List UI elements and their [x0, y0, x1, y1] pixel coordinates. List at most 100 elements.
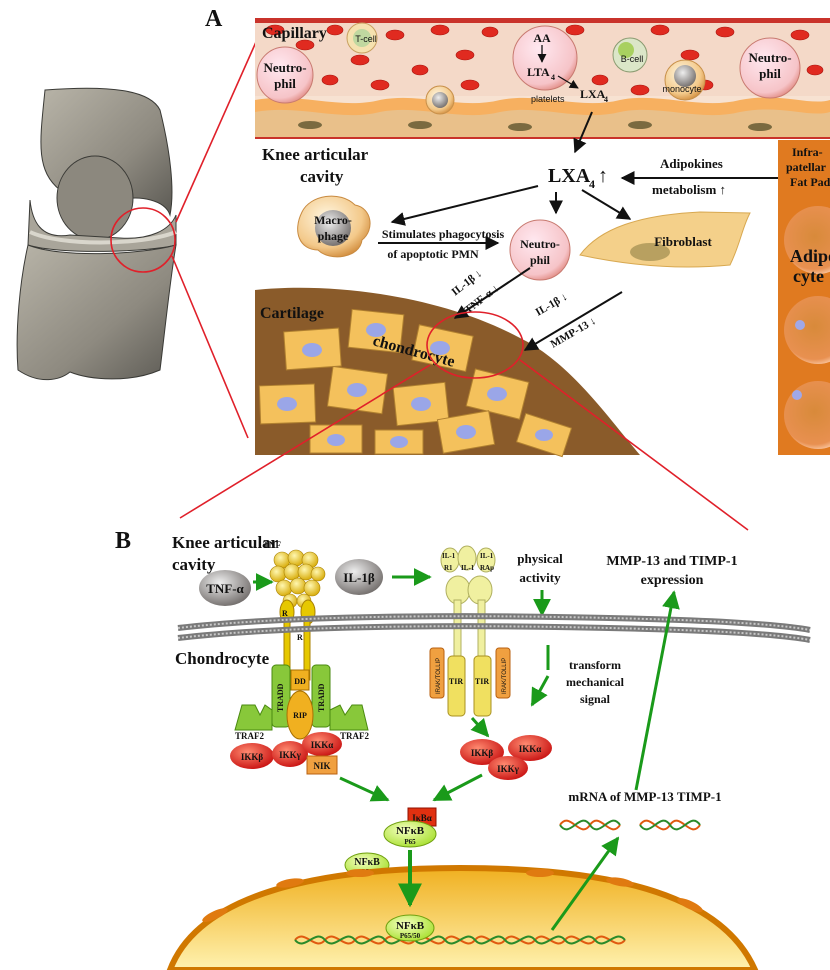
svg-text:IRAK/TOLLIP: IRAK/TOLLIP [502, 658, 508, 694]
arrow-tir-to-ikk [472, 718, 488, 736]
nfkb-nuclear-label: NFκB [396, 920, 425, 932]
svg-text:IKKα: IKKα [519, 744, 542, 754]
physical-activity-line2: activity [519, 570, 561, 585]
arrow-ikk-left-to-nfkb [340, 778, 388, 800]
nucleus [170, 868, 755, 970]
il1-receptor-complex: IL-1 R1 IL-1 IL-1 RAp TIR TIR IRAK/TOLLI… [430, 546, 510, 716]
arrow-lxa4-to-macrophage [392, 186, 538, 222]
svg-text:IKKγ: IKKγ [279, 750, 302, 760]
svg-text:TRAF2: TRAF2 [340, 731, 369, 741]
il1b-right: IL-1β ↓ [534, 291, 570, 319]
chondrocyte-label-b: Chondrocyte [175, 649, 270, 668]
neutrophil-left: Neutro- phil [257, 47, 313, 103]
svg-text:R1: R1 [444, 564, 453, 572]
svg-text:IRAK/TOLLIP: IRAK/TOLLIP [436, 658, 442, 694]
ikk-complex-right: IKKβ IKKα IKKγ [460, 735, 552, 780]
svg-text:Neutro-: Neutro- [748, 50, 791, 65]
svg-text:RAp: RAp [480, 564, 494, 572]
svg-text:TIR: TIR [449, 677, 463, 686]
svg-text:DD: DD [294, 677, 306, 686]
svg-text:cyte: cyte [793, 266, 824, 286]
lxa4-up-arrow: ↑ [598, 165, 608, 187]
svg-text:IKKγ: IKKγ [497, 764, 520, 774]
macrophage: Macro- phage [298, 196, 370, 257]
fibroblast: Fibroblast [580, 212, 750, 267]
svg-text:RIP: RIP [293, 711, 307, 720]
svg-text:phil: phil [759, 66, 781, 81]
arrow-fibroblast-to-cartilage [525, 292, 622, 350]
transform-signal-line1: transform [569, 658, 621, 672]
svg-text:TRADD: TRADD [317, 683, 326, 712]
transform-signal-line3: signal [580, 692, 611, 706]
svg-text:patellar: patellar [786, 160, 827, 174]
nfkb-p65-label: NFκB [396, 825, 425, 837]
svg-text:TIR: TIR [475, 677, 489, 686]
svg-text:TRAF2: TRAF2 [235, 731, 264, 741]
expression-line2: expression [641, 573, 704, 588]
il1b-label: IL-1β [343, 570, 375, 585]
b-cell: B-cell [613, 38, 647, 72]
phagocytosis-line1: Stimulates phagocytosis [382, 227, 505, 241]
tnf-alpha-label: TNF-α [206, 581, 244, 596]
p65-label: P65 [404, 838, 416, 846]
svg-text:Fat Pad: Fat Pad [790, 175, 830, 189]
svg-text:Adipo: Adipo [790, 246, 830, 266]
svg-text:IKKβ: IKKβ [241, 752, 264, 762]
svg-text:Neutro-: Neutro- [263, 60, 306, 75]
svg-text:LTA: LTA [527, 65, 550, 79]
svg-text:B-cell: B-cell [621, 54, 644, 64]
panel-b-letter: B [115, 528, 131, 554]
svg-text:phil: phil [274, 76, 296, 91]
neutrophil-right: Neutro- phil [740, 38, 800, 98]
panel-a-cavity-label-line2: cavity [300, 167, 344, 186]
svg-text:Neutro-: Neutro- [520, 237, 560, 251]
svg-text:IKKβ: IKKβ [471, 748, 494, 758]
svg-text:4: 4 [604, 95, 608, 104]
panel-a-cavity-label-line1: Knee articular [262, 145, 369, 164]
plasma-membrane [178, 616, 810, 640]
phagocytosis-line2: of apoptotic PMN [387, 247, 479, 261]
neutrophil-center: Neutro- phil [510, 220, 570, 280]
svg-text:IL-1: IL-1 [480, 552, 494, 560]
lxa4-main-subscript: 4 [589, 177, 595, 191]
infrapatellar-fat-pad: Infra- patellar Fat Pad Adipo cyte [778, 140, 830, 455]
svg-text:LXA: LXA [580, 87, 606, 101]
svg-text:phage: phage [318, 229, 349, 243]
svg-text:monocyte: monocyte [662, 84, 701, 94]
panel-b-cavity-line2: cavity [172, 555, 216, 574]
physical-activity-line1: physical [517, 551, 563, 566]
svg-text:AA: AA [533, 31, 551, 45]
svg-text:TNF: TNF [263, 540, 282, 550]
adipokines-line2: metabolism ↑ [652, 182, 726, 197]
svg-text:T-cell: T-cell [355, 34, 377, 44]
arrow-ikk-right-to-nfkb [434, 775, 482, 800]
arrow-mechanical-signal [532, 676, 548, 705]
lxa4-main-label: LXA [548, 165, 591, 187]
svg-text:phil: phil [530, 253, 551, 267]
mrna-label: mRNA of MMP-13 TIMP-1 [568, 789, 721, 804]
svg-text:IL-1: IL-1 [461, 564, 475, 572]
svg-text:IL-1: IL-1 [442, 552, 456, 560]
expression-line1: MMP-13 and TIMP-1 [606, 554, 737, 569]
svg-text:Infra-: Infra- [792, 145, 823, 159]
zoom-line-bottom [172, 256, 248, 438]
adipokines-line1: Adipokines [660, 156, 723, 171]
svg-text:TRADD: TRADD [276, 683, 285, 712]
nfkb-p50-label: NFκB [354, 857, 380, 868]
cartilage-label: Cartilage [260, 305, 324, 322]
svg-text:IKKα: IKKα [311, 740, 334, 750]
p65-50-label: P65/50 [400, 932, 421, 940]
svg-text:R: R [282, 609, 288, 618]
svg-text:4: 4 [551, 73, 555, 82]
svg-text:NIK: NIK [313, 761, 330, 771]
knee-joint-illustration [10, 80, 180, 390]
svg-text:Macro-: Macro- [314, 213, 352, 227]
svg-text:platelets: platelets [531, 94, 565, 104]
panel-a-letter: A [205, 6, 223, 32]
capillary-label: Capillary [262, 25, 327, 42]
zoom-line-top [176, 42, 256, 222]
adhered-leukocyte-nucleus [432, 92, 448, 108]
t-cell: T-cell [347, 23, 377, 53]
mrna-helices [560, 821, 700, 830]
